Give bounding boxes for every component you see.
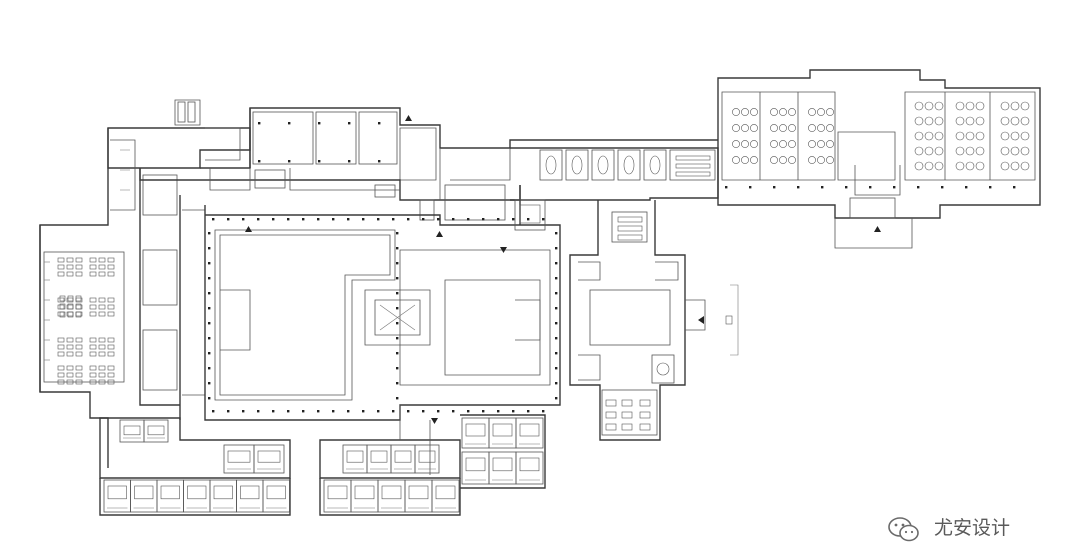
banquet-tables bbox=[732, 101, 1030, 171]
north-block bbox=[139, 99, 718, 221]
entrance-markers bbox=[245, 115, 881, 424]
watermark-text: 尤安设计 bbox=[934, 517, 1010, 539]
structural-columns bbox=[208, 122, 1016, 413]
central-courtyard bbox=[204, 185, 561, 421]
west-furniture bbox=[44, 257, 115, 385]
wechat-icon bbox=[888, 517, 919, 542]
southeast-pavilion bbox=[569, 200, 739, 441]
guest-rooms bbox=[103, 417, 544, 513]
guest-room-wings bbox=[99, 405, 546, 516]
watermark: 尤安设计 bbox=[888, 517, 1010, 542]
west-wing bbox=[39, 127, 251, 468]
meeting-rooms-row bbox=[510, 147, 719, 231]
banquet-hall bbox=[717, 69, 1041, 249]
